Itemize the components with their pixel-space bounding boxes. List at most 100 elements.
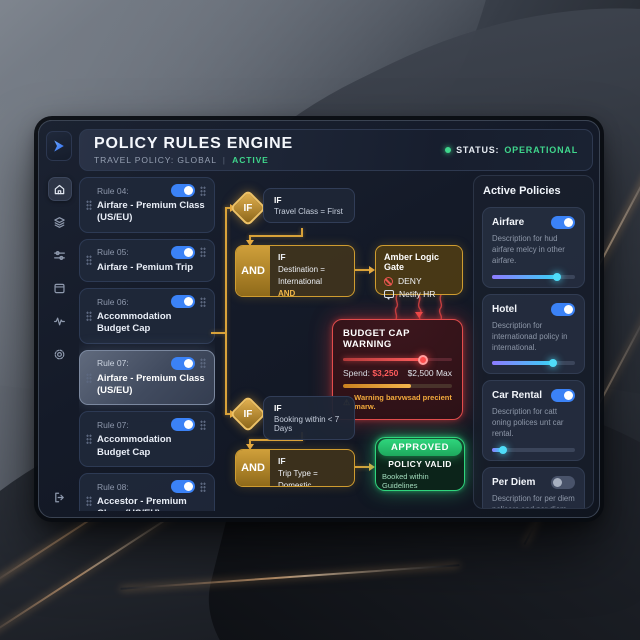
approved-node[interactable]: APPROVED POLICY VALID Booked within Guid… <box>375 437 465 491</box>
spend-slider[interactable] <box>343 354 452 365</box>
rule-toggle[interactable] <box>171 480 195 494</box>
notify-label: Netify HR <box>399 289 436 299</box>
max-label: $2,500 Max <box>407 368 452 378</box>
policy-toggle[interactable] <box>551 389 575 403</box>
policy-slider[interactable] <box>492 272 575 281</box>
policy-slider-knob[interactable] <box>552 272 561 281</box>
condition-text: Booking within < 7 Days <box>274 415 340 433</box>
report-icon <box>54 283 65 293</box>
spend-value: $3,250 <box>372 368 399 378</box>
rule-card[interactable]: Rule 08: Accestor - Premium Class (US/EU… <box>79 473 215 511</box>
drag-handle-icon[interactable] <box>86 372 92 383</box>
spend-slider-knob[interactable] <box>417 354 428 365</box>
rule-card[interactable]: Rule 07: Accommodation Budget Cap <box>79 411 215 468</box>
approved-title: POLICY VALID <box>388 458 452 469</box>
drag-handle-icon[interactable] <box>86 310 92 321</box>
home-icon <box>54 184 65 194</box>
options-grip-icon[interactable] <box>200 247 206 258</box>
rule-title: Accommodation Budget Cap <box>97 434 172 458</box>
drag-handle-icon[interactable] <box>86 495 92 506</box>
options-grip-icon[interactable] <box>200 296 206 307</box>
drag-handle-icon[interactable] <box>86 199 92 210</box>
warning-message-row: ⚠ Warning barvwsad precient marw. <box>343 393 452 411</box>
rule-toggle[interactable] <box>171 418 195 432</box>
if-node-2[interactable]: IF <box>229 395 267 433</box>
spend-label: Spend: <box>343 368 370 378</box>
policy-slider-fill <box>492 448 503 453</box>
policy-toggle[interactable] <box>551 476 575 490</box>
nav-item-rules-config[interactable] <box>48 243 72 267</box>
policy-name: Car Rental <box>492 390 543 402</box>
policy-slider-knob[interactable] <box>549 359 558 368</box>
and-node-1[interactable]: AND IF Destination = International AND D… <box>235 245 355 297</box>
flow-arrow <box>369 266 375 274</box>
settings-icon <box>54 349 65 359</box>
amber-logic-gate-node[interactable]: Amber Logic Gate DENY Netify HR <box>375 245 463 300</box>
gate-title: Amber Logic Gate <box>384 252 440 272</box>
and-node-label: AND <box>236 246 270 296</box>
flow-canvas: IF IF Travel Class = First AND IF Destin… <box>211 175 473 511</box>
rule-toggle[interactable] <box>171 245 195 259</box>
budget-progress-bar <box>343 384 452 388</box>
rule-id: Rule 06: <box>97 296 129 307</box>
policy-slider[interactable] <box>492 446 575 455</box>
app-logo[interactable] <box>46 131 72 161</box>
drag-handle-icon[interactable] <box>86 255 92 266</box>
and-node-label: AND <box>236 450 270 486</box>
options-grip-icon[interactable] <box>200 481 206 492</box>
and-conditions: IF Destination = International AND Durat… <box>270 246 354 296</box>
drag-handle-icon[interactable] <box>86 434 92 445</box>
policy-slider-knob[interactable] <box>498 446 507 455</box>
if-node-label: IF <box>243 408 253 420</box>
rule-title: Airfare - Premium Class (US/EU) <box>97 200 205 224</box>
flow-connector <box>225 413 231 415</box>
if-condition-card-2[interactable]: IF Booking within < 7 Days <box>263 396 355 440</box>
nav-item-activity[interactable] <box>48 309 72 333</box>
policy-toggle[interactable] <box>551 216 575 229</box>
nav-item-layers[interactable] <box>48 210 72 234</box>
if-node-1[interactable]: IF <box>229 189 267 227</box>
flow-connector <box>211 332 225 334</box>
subtitle-active-badge: ACTIVE <box>232 154 269 165</box>
options-grip-icon[interactable] <box>200 185 206 196</box>
and-node-2[interactable]: AND IF Trip Type = Domestic <box>235 449 355 487</box>
subtitle-divider: | <box>222 154 226 165</box>
nav-item-home[interactable] <box>47 177 72 201</box>
condition-text: Destination = International <box>278 264 325 286</box>
nav-item-logout[interactable] <box>48 485 72 509</box>
flow-connector <box>225 207 231 209</box>
options-grip-icon[interactable] <box>200 358 206 369</box>
policy-description: Description for per diem policers and pe… <box>492 494 575 508</box>
policy-card[interactable]: Per Diem Description for per diem police… <box>482 467 585 508</box>
rule-toggle[interactable] <box>171 295 195 309</box>
policy-card[interactable]: Car Rental Description for catt oning po… <box>482 380 585 462</box>
rule-toggle[interactable] <box>171 184 195 197</box>
budget-progress-fill <box>343 384 411 388</box>
policy-card[interactable]: Hotel Description for internationad poli… <box>482 293 585 375</box>
approved-subtitle: Booked within Guidelines <box>382 471 429 490</box>
rule-card-selected[interactable]: Rule 07: Airfare - Premium Class (US/EU) <box>79 349 215 406</box>
options-grip-icon[interactable] <box>200 419 206 430</box>
condition-title: IF <box>278 252 286 262</box>
arrow-logo-icon <box>54 140 64 152</box>
policy-toggle[interactable] <box>551 302 575 316</box>
spend-row: Spend: $3,250 $2,500 Max <box>343 368 452 378</box>
policy-slider[interactable] <box>492 359 575 368</box>
header: POLICY RULES ENGINE TRAVEL POLICY: GLOBA… <box>79 129 593 171</box>
nav-item-reports[interactable] <box>48 276 72 300</box>
approved-badge: APPROVED <box>377 438 463 456</box>
rule-title: Airfare - Premium Class (US/EU) <box>97 372 205 397</box>
rule-card[interactable]: Rule 04: Airfare - Premium Class (US/EU) <box>79 177 215 233</box>
page-subtitle: TRAVEL POLICY: GLOBAL | ACTIVE <box>94 155 293 165</box>
policy-description: Description for catt oning polices unt c… <box>492 407 564 439</box>
if-condition-card-1[interactable]: IF Travel Class = First <box>263 188 355 223</box>
rule-toggle[interactable] <box>171 356 195 370</box>
message-icon <box>384 290 394 300</box>
policy-card[interactable]: Airfare Description for hud airfare melc… <box>482 207 585 288</box>
rule-card[interactable]: Rule 06: Accommodation Budget Cap <box>79 288 215 344</box>
app-window: POLICY RULES ENGINE TRAVEL POLICY: GLOBA… <box>38 120 600 518</box>
rule-title: Accommodation Budget Cap <box>97 311 172 335</box>
rule-card[interactable]: Rule 05: Airfare - Pemium Trip <box>79 238 215 283</box>
policy-description: Description for internationad policy in … <box>492 320 568 352</box>
nav-item-settings[interactable] <box>48 342 72 366</box>
